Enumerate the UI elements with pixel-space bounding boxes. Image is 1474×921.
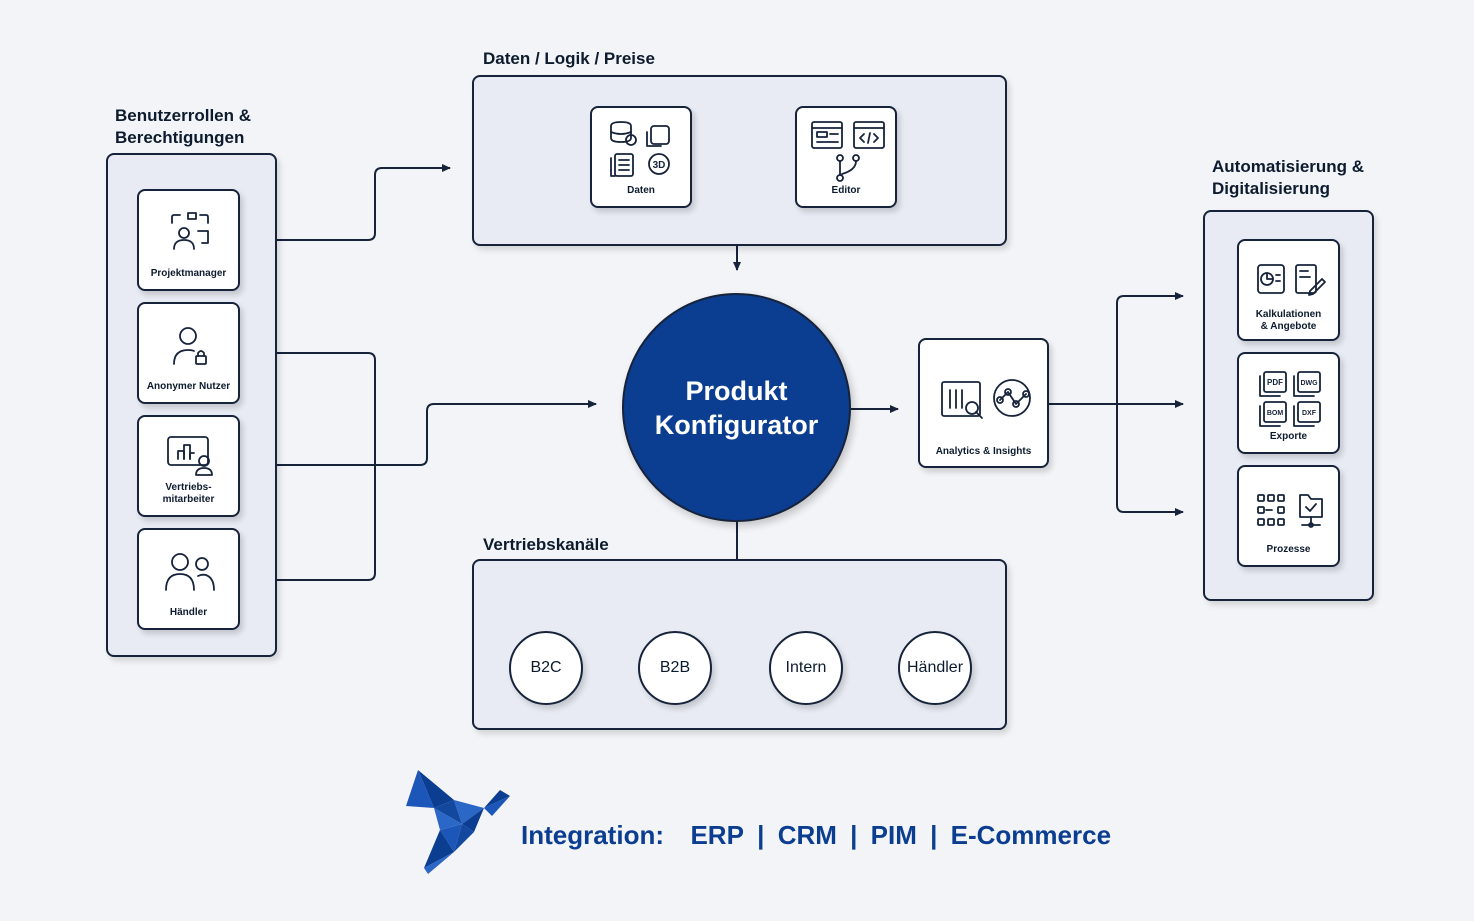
data-icon: 3D <box>610 121 670 177</box>
analytics-icon <box>941 379 1031 419</box>
role-card-anonymer-nutzer[interactable]: Anonymer Nutzer <box>137 302 240 404</box>
product-configurator-core[interactable]: Produkt Konfigurator <box>622 293 851 522</box>
svg-text:PDF: PDF <box>1267 378 1283 387</box>
role-card-haendler[interactable]: Händler <box>137 528 240 630</box>
data-label: Daten <box>627 185 655 196</box>
analytics-label: Analytics & Insights <box>935 446 1032 457</box>
role-label: Anonymer Nutzer <box>146 381 231 392</box>
data-logic-title: Daten / Logik / Preise <box>483 49 655 68</box>
svg-text:DXF: DXF <box>1302 410 1317 417</box>
role-label: Vertriebs- mitarbeiter <box>162 482 215 505</box>
sales-rep-icon <box>167 436 213 476</box>
channel-haendler[interactable]: Händler <box>898 631 972 705</box>
automation-title: Automatisierung & Digitalisierung <box>1212 157 1365 198</box>
channel-b2c[interactable]: B2C <box>509 631 583 705</box>
svg-text:3D: 3D <box>653 160 666 171</box>
role-label: Händler <box>169 607 208 618</box>
channel-intern[interactable]: Intern <box>769 631 843 705</box>
svg-text:DWG: DWG <box>1300 380 1318 387</box>
role-card-vertriebsmitarbeiter[interactable]: Vertriebs- mitarbeiter <box>137 415 240 517</box>
anonymous-user-icon <box>173 327 207 365</box>
channels-title: Vertriebskanäle <box>483 535 609 554</box>
separator: | <box>757 820 765 850</box>
separator: | <box>930 820 938 850</box>
integration-line: Integration: ERP | CRM | PIM | E-Commerc… <box>521 820 1111 851</box>
export-icon: PDF DWG BOM DXF <box>1259 371 1321 427</box>
integration-ecommerce: E-Commerce <box>950 820 1112 850</box>
editor-icon <box>811 121 885 182</box>
separator: | <box>850 820 858 850</box>
channel-b2b[interactable]: B2B <box>638 631 712 705</box>
roles-title: Benutzerrollen & Berechtigungen <box>115 106 252 147</box>
analytics-card[interactable]: Analytics & Insights <box>918 338 1049 468</box>
automation-card-exporte[interactable]: PDF DWG BOM DXF Exporte <box>1237 352 1340 454</box>
role-card-projektmanager[interactable]: Projektmanager <box>137 189 240 291</box>
project-manager-icon <box>171 212 209 250</box>
data-logic-panel <box>472 75 1007 246</box>
dealer-icon <box>165 553 215 591</box>
calculation-icon <box>1257 264 1326 296</box>
role-label: Projektmanager <box>150 268 227 279</box>
automation-label: Kalkulationen & Angebote <box>1255 309 1322 332</box>
automation-card-kalkulationen[interactable]: Kalkulationen & Angebote <box>1237 239 1340 341</box>
automation-label: Prozesse <box>1266 544 1311 555</box>
integration-pim: PIM <box>870 820 917 850</box>
editor-card[interactable]: Editor <box>795 106 897 208</box>
process-icon <box>1257 494 1323 528</box>
editor-label: Editor <box>831 185 861 196</box>
integration-erp: ERP <box>690 820 744 850</box>
automation-label: Exporte <box>1269 431 1308 442</box>
integration-crm: CRM <box>777 820 837 850</box>
data-card[interactable]: 3D Daten <box>590 106 692 208</box>
svg-text:BOM: BOM <box>1267 410 1284 417</box>
brand-logo <box>406 770 510 874</box>
automation-card-prozesse[interactable]: Prozesse <box>1237 465 1340 567</box>
integration-prefix: Integration: <box>521 820 664 850</box>
